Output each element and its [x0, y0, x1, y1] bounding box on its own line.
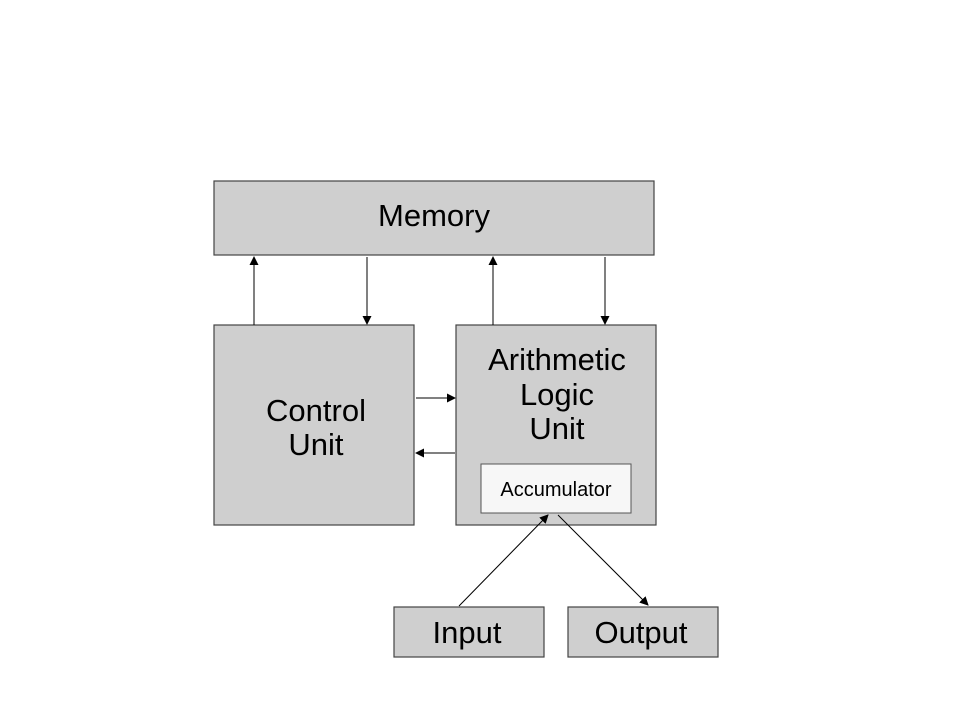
input-block: Input [393, 606, 545, 658]
alu-block: Arithmetic Logic Unit Accumulator [455, 324, 657, 526]
output-block: Output [567, 606, 719, 658]
control-unit-label-line2: Unit [288, 427, 344, 462]
accumulator-label: Accumulator [500, 479, 611, 501]
alu-label-line1: Arithmetic [488, 342, 626, 377]
alu-label-line2: Logic [520, 377, 594, 412]
arrow-input-to-accumulator [458, 514, 549, 607]
memory-block: Memory [213, 180, 655, 256]
output-label: Output [594, 615, 687, 650]
control-unit-label-line1: Control [266, 393, 366, 428]
accumulator-register: Accumulator [480, 463, 632, 514]
alu-label-line3: Unit [529, 411, 585, 446]
arrow-accumulator-to-output [557, 514, 649, 606]
memory-label: Memory [378, 198, 490, 233]
control-unit-block: Control Unit [213, 324, 415, 526]
input-label: Input [433, 615, 502, 650]
